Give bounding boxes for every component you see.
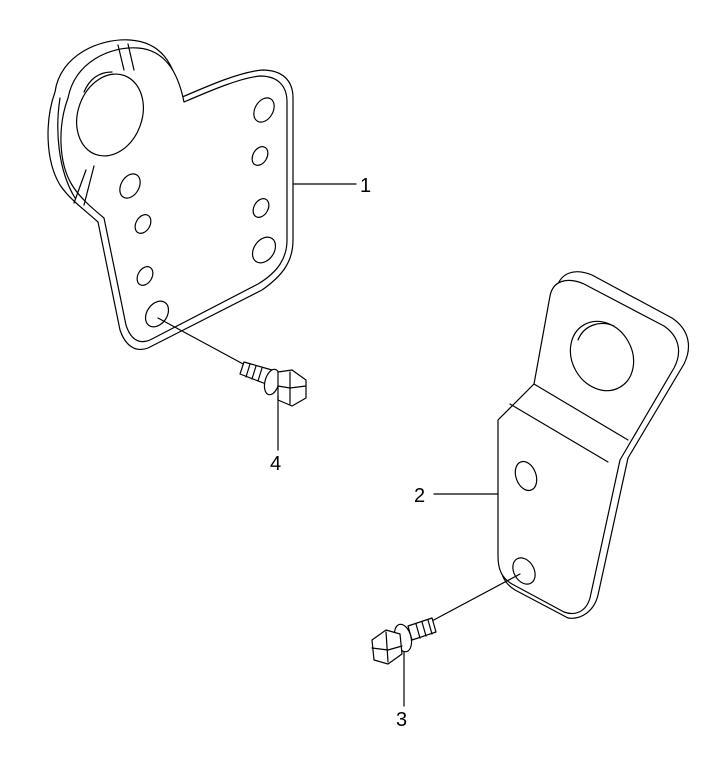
bolt-part-4 [157,317,307,407]
callout-4: 4 [270,453,281,475]
callout-3: 3 [396,709,407,731]
callout-2: 2 [414,485,425,507]
callout-1: 1 [360,175,371,197]
bracket-part-1 [47,39,294,351]
bracket-part-2 [497,271,690,619]
bolt-part-3 [371,573,521,665]
